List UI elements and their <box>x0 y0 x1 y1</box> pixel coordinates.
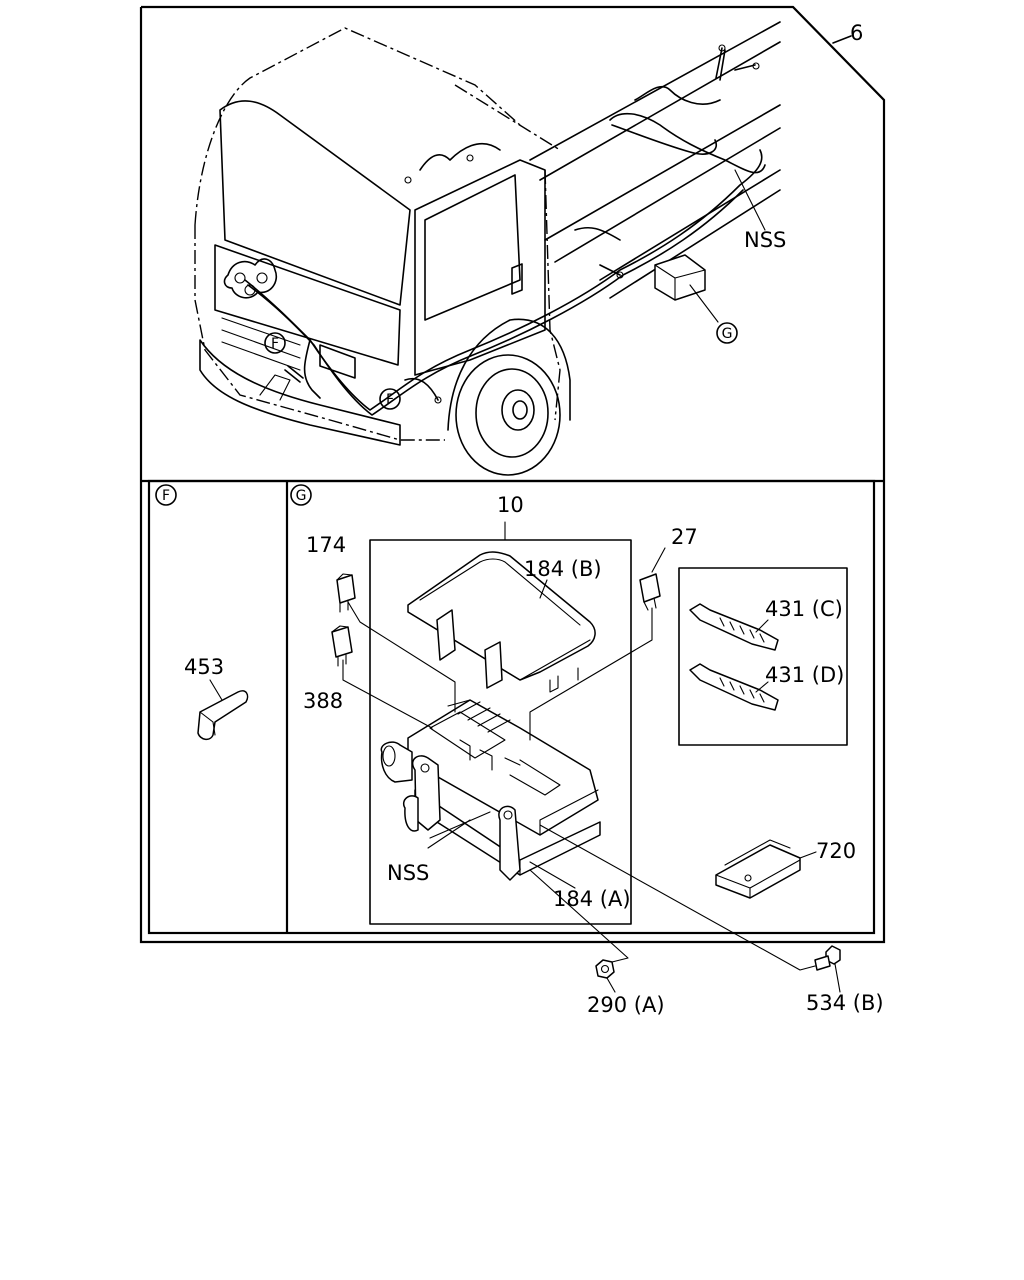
part-431d-terminal <box>689 663 779 711</box>
inset-f-header-text: F <box>162 488 170 504</box>
part-534b-bolt <box>539 824 841 993</box>
label-27: 27 <box>671 525 698 549</box>
truck-illustration <box>194 21 781 476</box>
part-431c-terminal <box>689 603 779 651</box>
callout-f-upper: F <box>264 332 286 354</box>
part-10-fuse-box <box>380 521 601 889</box>
label-720: 720 <box>816 839 856 863</box>
label-431c: 431 (C) <box>765 597 843 621</box>
callout-f-lower-text: F <box>386 392 394 408</box>
callout-f-upper-text: F <box>271 336 279 352</box>
part-184b-cover <box>407 551 596 693</box>
part-290a-nut <box>529 869 629 993</box>
label-174: 174 <box>306 533 346 557</box>
label-10: 10 <box>497 493 524 517</box>
label-431d: 431 (D) <box>765 663 844 687</box>
inset-g-header: G <box>290 484 312 506</box>
part-174-fuse <box>336 573 456 713</box>
inset-panels <box>147 479 876 935</box>
label-184a: 184 (A) <box>553 887 631 911</box>
callout-g-upper: G <box>716 322 738 344</box>
label-453: 453 <box>184 655 224 679</box>
part-720-bracket <box>715 839 817 899</box>
label-nss-box: NSS <box>387 861 429 885</box>
part-453-clip <box>197 679 249 741</box>
part-27-fuse <box>529 547 666 741</box>
label-nss-top: NSS <box>744 228 786 252</box>
callout-g-upper-text: G <box>722 326 733 342</box>
label-184b: 184 (B) <box>524 557 602 581</box>
label-6: 6 <box>850 21 863 45</box>
inset-f-header: F <box>155 484 177 506</box>
label-388: 388 <box>303 689 343 713</box>
label-534b: 534 (B) <box>806 991 884 1015</box>
inset-g-header-text: G <box>296 488 307 504</box>
label-290a: 290 (A) <box>587 993 665 1017</box>
part-388-relay <box>331 625 433 729</box>
callout-f-lower: F <box>379 388 401 410</box>
